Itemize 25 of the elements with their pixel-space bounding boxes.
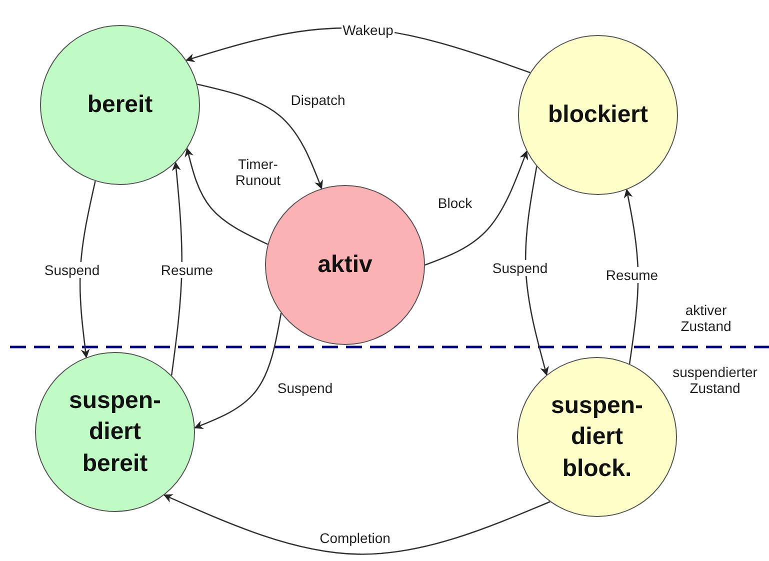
edge-label: Resume (160, 262, 214, 278)
edge-label: Block (436, 194, 474, 212)
edge-label: Dispatch (290, 92, 346, 108)
state-name: blockiert (546, 100, 650, 130)
edge-label: Suspend (491, 260, 549, 276)
arrow (184, 148, 268, 245)
arrow (524, 166, 549, 376)
arrow (163, 494, 550, 555)
arrow (197, 84, 323, 190)
state-name: suspen- diert block. (550, 391, 644, 484)
zone-label: aktiver Zustand (680, 302, 732, 334)
edge-label: Suspend (43, 262, 101, 278)
edge-label: Suspend (276, 380, 334, 396)
zone-label: suspendierter Zustand (672, 364, 758, 396)
arrow (170, 162, 183, 376)
state-name: suspen- diert bereit (68, 386, 162, 479)
state-name: aktiv (316, 250, 374, 280)
state-name: bereit (86, 90, 154, 120)
arrow (79, 180, 96, 358)
arrow (424, 150, 528, 266)
arrow (624, 188, 639, 364)
edge-label: Wakeup (342, 22, 394, 38)
edge-label: Completion (318, 530, 392, 546)
edge-label: Resume (604, 266, 660, 284)
arrow (194, 313, 282, 430)
